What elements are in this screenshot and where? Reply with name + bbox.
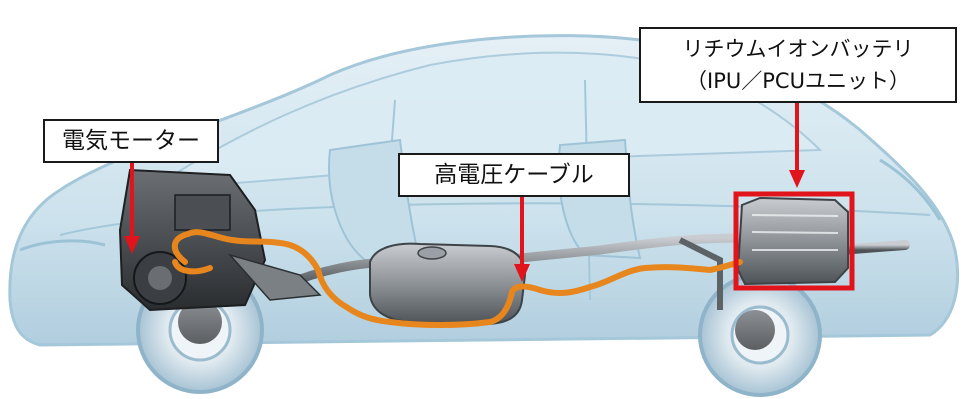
battery-pack	[736, 196, 849, 286]
rear-wheel	[698, 273, 822, 397]
high-voltage-cable	[171, 229, 743, 328]
cable-arrow	[514, 197, 530, 282]
cable-label: 高電圧ケーブル	[398, 153, 630, 197]
battery-label: リチウムイオンバッテリ （IPU／PCUユニット）	[639, 27, 957, 103]
battery-arrow	[789, 103, 805, 188]
battery-label-line1: リチウムイオンバッテリ	[682, 37, 914, 61]
cable-label-text: 高電圧ケーブル	[434, 162, 594, 188]
battery-highlight-box	[733, 191, 855, 291]
motor-label-text: 電気モーター	[62, 128, 200, 154]
motor-assembly	[118, 168, 322, 312]
motor-arrow	[124, 163, 140, 254]
motor-label: 電気モーター	[43, 119, 219, 163]
fuel-tank	[369, 242, 527, 326]
battery-label-line2: （IPU／PCUユニット）	[686, 69, 910, 93]
